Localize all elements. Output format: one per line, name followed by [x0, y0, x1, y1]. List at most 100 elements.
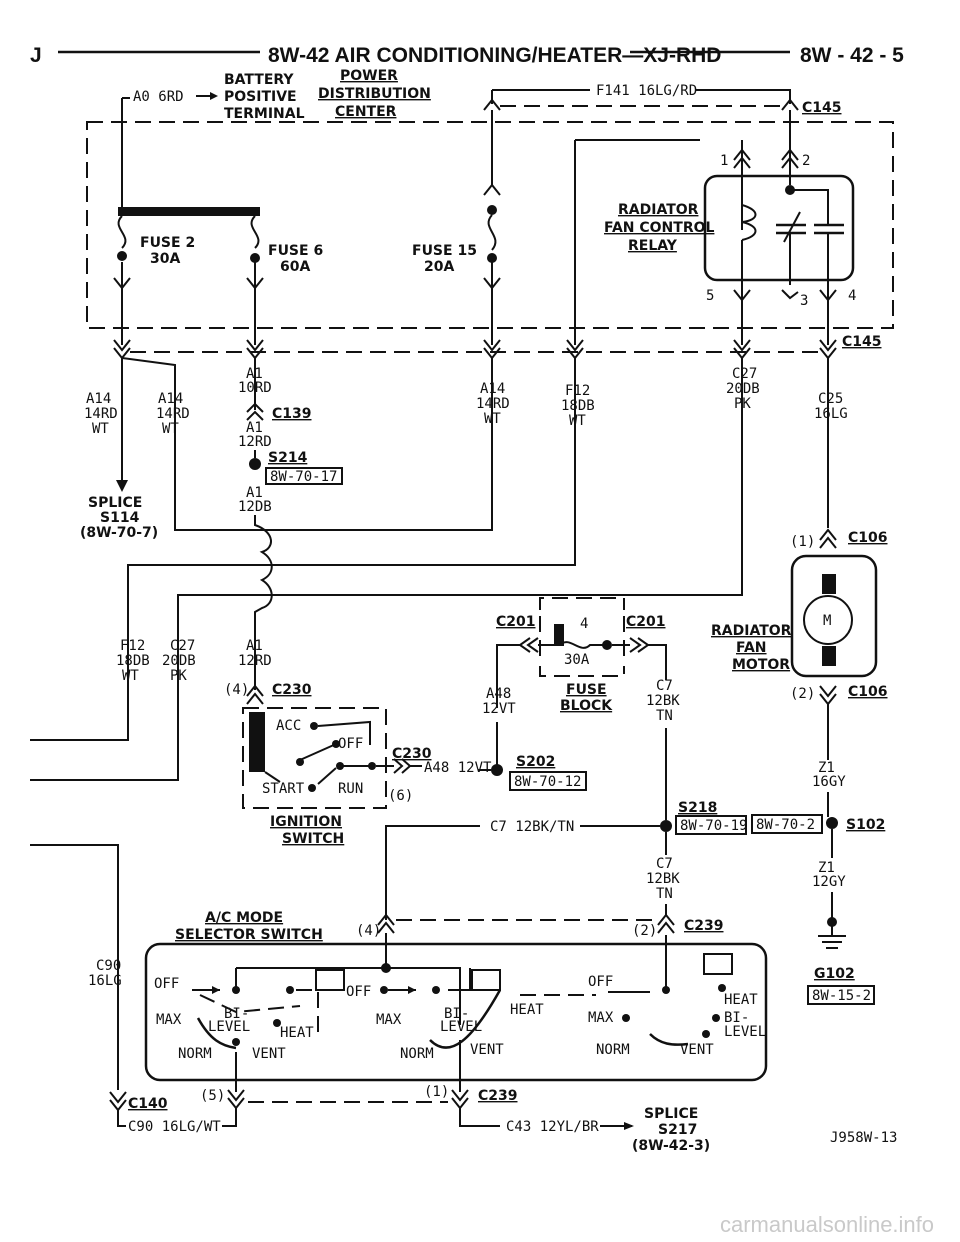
pdc-label-2: DISTRIBUTION	[318, 86, 431, 102]
acmode-heat-2: HEAT	[510, 1002, 544, 1018]
wire-c7b-1: C7	[656, 856, 673, 872]
splice-s214-ref-box	[265, 467, 343, 485]
acmode-heat-1: HEAT	[280, 1025, 314, 1041]
wire-a1a-2: 10RD	[238, 380, 272, 396]
page-title: 8W-42 AIR CONDITIONING/HEATER—XJ-RHD	[268, 44, 721, 67]
acmode-off-2: OFF	[346, 984, 371, 1000]
c7-horizontal-label: C7 12BK/TN	[490, 819, 574, 835]
fan-motor-body	[790, 554, 878, 678]
fuse-15-amps: 20A	[424, 259, 454, 275]
acmode-vent-1: VENT	[252, 1046, 286, 1062]
wire-c90-1: C90	[96, 958, 121, 974]
wire-c27b-1: C27	[170, 638, 195, 654]
wire-f12a-1: F12	[565, 383, 590, 399]
motor-label-1: RADIATOR	[711, 623, 792, 639]
fuse-2-amps: 30A	[150, 251, 180, 267]
battery-wire-label: A0 6RD	[133, 89, 184, 105]
wire-c25-1: C25	[818, 391, 843, 407]
wire-c27b-3: PK	[170, 668, 187, 684]
acmode-pin-5: (5)	[200, 1088, 225, 1104]
acmode-pin-4: (4)	[356, 923, 381, 939]
wire-a1b-1: A1	[246, 420, 263, 436]
wire-f12b-3: WT	[122, 668, 139, 684]
defrost-icon-3	[703, 953, 733, 975]
wire-a1c-1: A1	[246, 485, 263, 501]
motor-symbol: M	[823, 613, 831, 629]
c230-right-label: C230	[392, 746, 432, 762]
fuse-6-label: FUSE 6	[268, 243, 323, 259]
relay-label-2: FAN CONTROL	[604, 220, 715, 236]
acmode-bi-1: BI-	[224, 1006, 249, 1022]
ign-label-1: IGNITION	[270, 814, 342, 830]
motor-label-2: FAN	[736, 640, 767, 656]
splice-s114-l1: SPLICE	[88, 495, 142, 511]
c106-top-label: C106	[848, 530, 888, 546]
wire-a14a-3: WT	[92, 421, 109, 437]
fuse-block-label-1: FUSE	[566, 682, 607, 698]
wire-a48-2: 12VT	[482, 701, 516, 717]
wire-c90-2: 16LG	[88, 973, 122, 989]
splice-s214-ref: 8W-70-17	[270, 469, 337, 485]
relay-label-3: RELAY	[628, 238, 678, 254]
wire-a14a-1: A14	[86, 391, 111, 407]
relay-pin-1: 1	[720, 153, 728, 169]
wire-c27a-2: 20DB	[726, 381, 760, 397]
c145-top-label: C145	[802, 100, 842, 116]
wire-c27b-2: 20DB	[162, 653, 196, 669]
acmode-heat-3: HEAT	[724, 992, 758, 1008]
acmode-max-1: MAX	[156, 1012, 182, 1028]
wire-c27a-3: PK	[734, 396, 751, 412]
defrost-icon-2	[471, 969, 501, 991]
splice-s102: S102	[846, 817, 885, 833]
fuse-block-amps: 30A	[564, 652, 590, 668]
acmode-bi-3: BI-	[724, 1010, 749, 1026]
acmode-off-3: OFF	[588, 974, 613, 990]
battery-label-3: TERMINAL	[224, 106, 305, 122]
acmode-rotor-1	[196, 1017, 237, 1050]
splice-s217-l2: S217	[658, 1122, 697, 1138]
wire-a14c-1: A14	[480, 381, 505, 397]
wire-a14c-2: 14RD	[476, 396, 510, 412]
wire-c7b-2: 12BK	[646, 871, 680, 887]
relay-pin-5: 5	[706, 288, 714, 304]
splice-s202: S202	[516, 754, 555, 770]
c239-bottom-label: C239	[478, 1088, 518, 1104]
c201-left-label: C201	[496, 614, 536, 630]
pdc-label-1: POWER	[340, 68, 398, 84]
acmode-max-2: MAX	[376, 1012, 402, 1028]
ground-ref-box	[807, 985, 875, 1005]
wire-a14b-3: WT	[162, 421, 179, 437]
splice-s218-ref-box	[675, 815, 747, 835]
wire-a14b-1: A14	[158, 391, 183, 407]
splice-s217-l1: SPLICE	[644, 1106, 698, 1122]
wire-c7a-3: TN	[656, 708, 673, 724]
wire-z1a-1: Z1	[818, 760, 835, 776]
c43-horizontal-label: C43 12YL/BR	[506, 1119, 599, 1135]
c201-right-label: C201	[626, 614, 666, 630]
splice-s202-ref: 8W-70-12	[514, 774, 581, 790]
battery-label-1: BATTERY	[224, 72, 294, 88]
wire-a1d-2: 12RD	[238, 653, 272, 669]
wire-c25-2: 16LG	[814, 406, 848, 422]
ign-run: RUN	[338, 781, 363, 797]
acmode-label-1: A/C MODE	[205, 910, 283, 926]
wire-z1b-2: 12GY	[812, 874, 846, 890]
c140-label: C140	[128, 1096, 168, 1112]
ign-pin-4: (4)	[224, 682, 249, 698]
ign-off: OFF	[338, 736, 363, 752]
header-left: J	[30, 44, 42, 67]
acmode-pin-2: (2)	[632, 923, 657, 939]
relay-coil	[741, 204, 757, 241]
relay-label-1: RADIATOR	[618, 202, 699, 218]
wire-a1d-1: A1	[246, 638, 263, 654]
relay-pin-2: 2	[802, 153, 810, 169]
acmode-norm-3: NORM	[596, 1042, 630, 1058]
acmode-norm-1: NORM	[178, 1046, 212, 1062]
acmode-vent-3: VENT	[680, 1042, 714, 1058]
ign-pin-6: (6)	[388, 788, 413, 804]
wire-a1c-2: 12DB	[238, 499, 272, 515]
wire-z1a-2: 16GY	[812, 774, 846, 790]
defrost-icon-1	[315, 969, 345, 991]
wire-a14a-2: 14RD	[84, 406, 118, 422]
acmode-bi-2: BI-	[444, 1006, 469, 1022]
